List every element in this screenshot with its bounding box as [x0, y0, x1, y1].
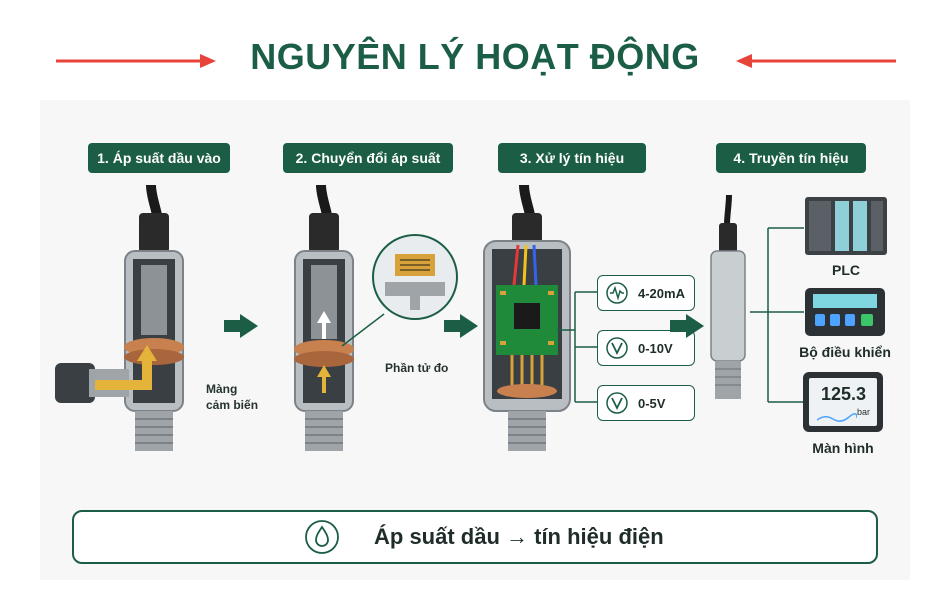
title-row: NGUYÊN LÝ HOẠT ĐỘNG	[0, 36, 950, 86]
voltage-icon	[606, 392, 628, 414]
step-4-label: 4. Truyền tín hiệu	[716, 143, 866, 173]
trend-line-icon	[817, 413, 857, 422]
transmitter-icon	[710, 195, 746, 399]
sensor-step-3-icon	[483, 185, 571, 451]
page-title: NGUYÊN LÝ HOẠT ĐỘNG	[250, 36, 700, 77]
sensing-element-zoom-icon	[372, 234, 458, 320]
signal-label: 4-20mA	[638, 285, 685, 301]
voltage-icon	[606, 337, 628, 359]
arrow-right-icon	[56, 54, 216, 68]
step-3-label: 3. Xử lý tín hiệu	[498, 143, 646, 173]
display-unit: bar	[857, 407, 871, 417]
device-label-controller: Bộ điều khiển	[799, 344, 891, 360]
arrow-left-icon	[736, 54, 896, 68]
step-1-callout: Màng cảm biến	[206, 382, 259, 412]
device-label-plc: PLC	[832, 262, 860, 278]
signal-4-20ma: 4-20mA	[597, 275, 695, 311]
summary-box: Áp suất dầu → tín hiệu điện	[72, 510, 878, 564]
display-reading: 125.3	[821, 384, 867, 404]
oil-drop-icon	[305, 520, 339, 554]
signal-0-5v: 0-5V	[597, 385, 695, 421]
waveform-icon	[606, 282, 628, 304]
display-device: 125.3 bar	[803, 372, 883, 432]
callout-line	[341, 313, 385, 347]
diagram-panel	[40, 100, 910, 580]
signal-bracket	[557, 291, 599, 403]
flow-arrow-icon	[444, 314, 478, 338]
signal-label: 0-5V	[638, 395, 666, 411]
signal-label: 0-10V	[638, 340, 673, 356]
display-screen: 125.3 bar	[809, 378, 877, 426]
device-label-display: Màn hình	[812, 440, 874, 456]
plc-icon	[805, 197, 887, 255]
flow-arrow-icon	[670, 314, 704, 338]
flow-arrow-icon	[224, 314, 258, 338]
sensor-step-2-icon	[294, 185, 354, 451]
signal-0-10v: 0-10V	[597, 330, 695, 366]
device-bracket	[750, 227, 804, 403]
step-2-label: 2. Chuyển đổi áp suất	[283, 143, 453, 173]
step-2-callout: Phần tử đo	[385, 361, 449, 375]
sensor-step-1-icon	[55, 185, 184, 451]
summary-text: Áp suất dầu → tín hiệu điện	[374, 524, 664, 549]
step-1-label: 1. Áp suất dầu vào	[88, 143, 230, 173]
controller-icon	[805, 288, 885, 336]
